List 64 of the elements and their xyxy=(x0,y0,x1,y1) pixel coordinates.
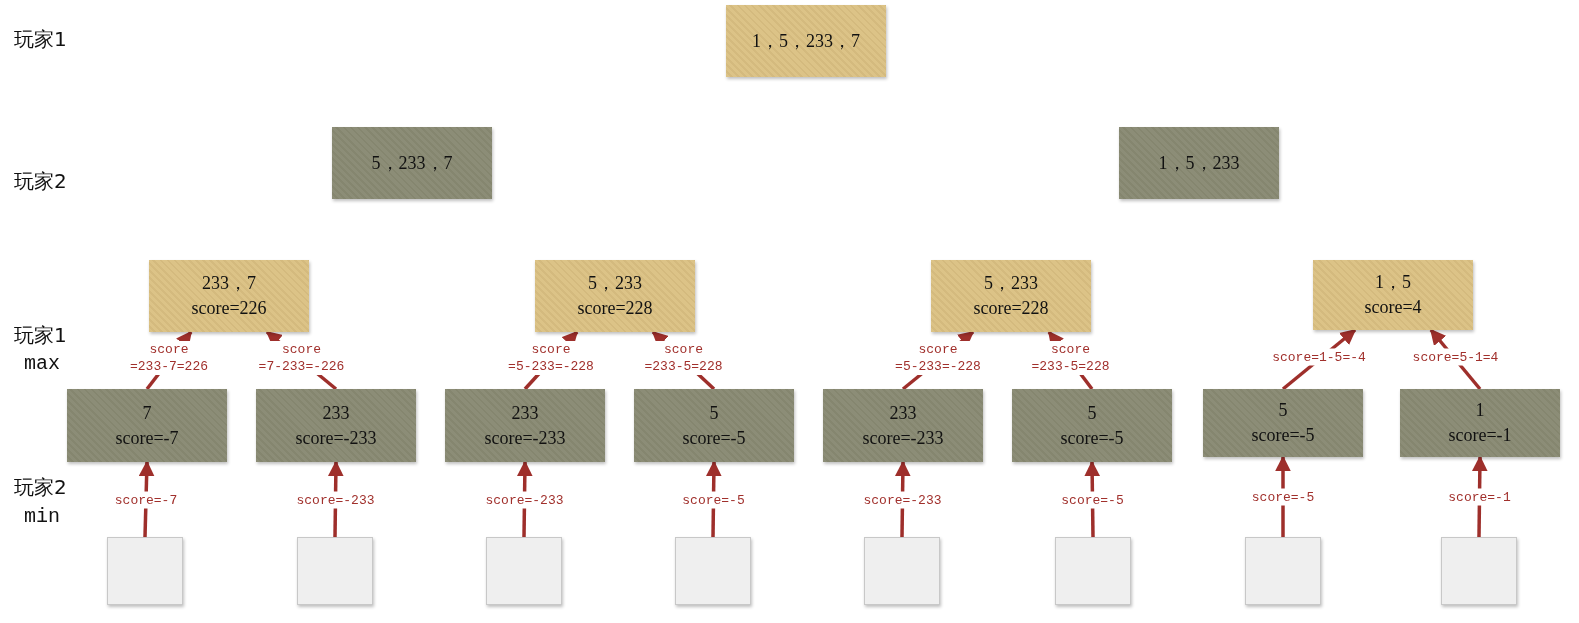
state-box xyxy=(823,389,983,462)
player-label: 玩家1 xyxy=(14,26,67,53)
node-values: 5 xyxy=(709,401,719,425)
node-score: score=226 xyxy=(191,297,267,320)
node-score: score=228 xyxy=(973,297,1049,320)
edge-label: score=-233 xyxy=(863,491,942,508)
state-box xyxy=(726,5,886,77)
state-box xyxy=(634,389,794,462)
node-score: score=-5 xyxy=(1251,424,1315,447)
node-score: score=-7 xyxy=(115,426,179,450)
player-label: 玩家1 xyxy=(14,322,67,349)
node-score: score=-233 xyxy=(862,426,944,450)
state-box xyxy=(1400,389,1560,457)
node-score: score=228 xyxy=(577,297,653,320)
node-score: score=-233 xyxy=(484,426,566,450)
node-values: 5，233，7 xyxy=(371,151,453,175)
state-box xyxy=(535,260,695,332)
node-values: 233 xyxy=(889,401,917,425)
player-label: 玩家2 xyxy=(14,474,67,501)
node-score: score=-233 xyxy=(295,426,377,450)
state-box xyxy=(931,260,1091,332)
state-box xyxy=(332,127,492,199)
leaf-box xyxy=(864,537,940,605)
edge-label: score=-1 xyxy=(1448,488,1511,506)
node-values: 7 xyxy=(142,401,152,425)
node-values: 1，5 xyxy=(1375,271,1411,294)
player-label: min xyxy=(24,505,60,528)
state-box xyxy=(1119,127,1279,199)
node-values: 233 xyxy=(511,401,539,425)
state-box xyxy=(1012,389,1172,462)
edge-label: score=-7 xyxy=(114,491,178,508)
node-values: 5，233 xyxy=(588,272,642,295)
state-box xyxy=(67,389,227,462)
player-label: max xyxy=(24,352,60,375)
node-values: 1 xyxy=(1475,399,1485,422)
edge-label: score=-233 xyxy=(296,491,375,508)
node-values: 233，7 xyxy=(202,272,256,295)
state-box xyxy=(1203,389,1363,457)
leaf-box xyxy=(1245,537,1321,605)
node-values: 1，5，233 xyxy=(1158,151,1240,175)
leaf-box xyxy=(1055,537,1131,605)
node-score: score=-1 xyxy=(1448,424,1512,447)
leaf-box xyxy=(675,537,751,605)
leaf-box xyxy=(297,537,373,605)
node-score: score=-5 xyxy=(682,426,746,450)
leaf-box xyxy=(107,537,183,605)
player-label: 玩家2 xyxy=(14,168,67,195)
node-values: 233 xyxy=(322,401,350,425)
node-values: 5 xyxy=(1278,399,1288,422)
edge-label: score=-5 xyxy=(1061,491,1124,508)
edge-label: score=-5 xyxy=(682,491,745,508)
node-values: 1，5，233，7 xyxy=(752,29,860,53)
state-box xyxy=(445,389,605,462)
edge-label: score=-5 xyxy=(1251,488,1315,506)
node-values: 5，233 xyxy=(984,272,1038,295)
state-box xyxy=(256,389,416,462)
state-box xyxy=(149,260,309,332)
state-box xyxy=(1313,260,1473,330)
node-score: score=4 xyxy=(1364,296,1422,319)
edge-label: score=-233 xyxy=(485,491,564,508)
node-score: score=-5 xyxy=(1060,426,1124,450)
node-values: 5 xyxy=(1087,401,1097,425)
leaf-box xyxy=(1441,537,1517,605)
leaf-box xyxy=(486,537,562,605)
